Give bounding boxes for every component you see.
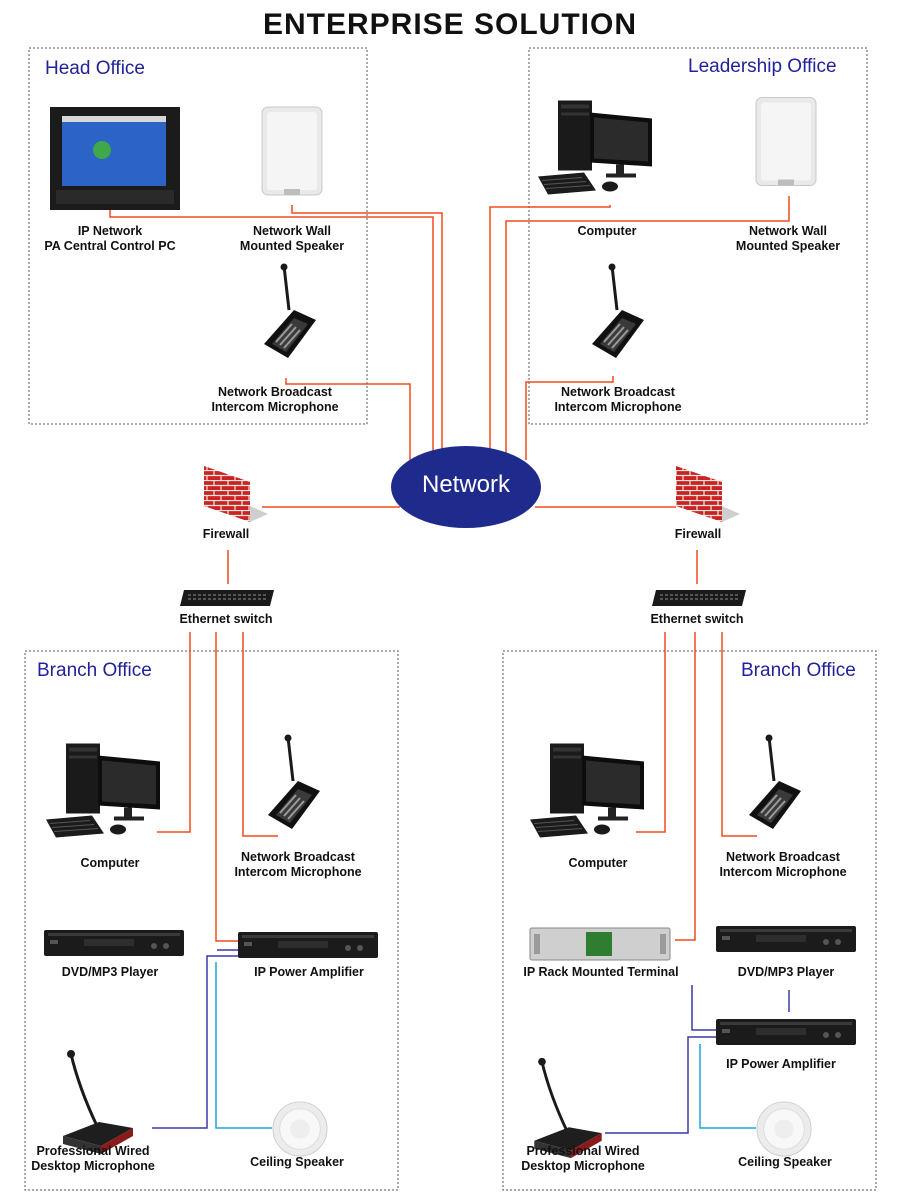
branch-left-ceiling-speaker-icon	[272, 1101, 328, 1157]
leadership-wall-speaker-icon	[755, 96, 817, 187]
branch-right-computer-icon	[529, 742, 645, 839]
branch-left-mic-label: Network Broadcast Intercom Microphone	[213, 850, 383, 880]
control-pc-label: IP Network PA Central Control PC	[20, 224, 200, 254]
branch-left-amp-icon	[238, 932, 378, 958]
left-switch-label: Ethernet switch	[179, 612, 273, 626]
head-mic-icon	[262, 262, 318, 360]
branch-left-box	[24, 650, 399, 1191]
head-wall-speaker-icon	[261, 106, 323, 196]
leadership-mic-icon	[590, 262, 646, 360]
control-pc-label-line1: IP Network	[77, 224, 143, 238]
branch-right-dvd-icon	[716, 926, 856, 952]
branch-right-amp-label: IP Power Amplifier	[726, 1057, 836, 1071]
right-switch-icon	[651, 589, 747, 607]
leadership-mic-label: Network Broadcast Intercom Microphone	[533, 385, 703, 415]
leadership-computer-label: Computer	[577, 224, 637, 238]
left-firewall-icon	[204, 466, 268, 522]
leadership-speaker-label: Network Wall Mounted Speaker	[708, 224, 868, 254]
head-mic-label: Network Broadcast Intercom Microphone	[190, 385, 360, 415]
head-mic-label-line1: Network Broadcast	[218, 385, 332, 399]
head-speaker-label-line2: Mounted Speaker	[239, 239, 345, 253]
ip-rack-terminal-icon	[529, 927, 671, 961]
branch-left-desk-mic-label: Professional Wired Desktop Microphone	[18, 1144, 168, 1174]
branch-right-mic-label-line1: Network Broadcast	[726, 850, 840, 864]
leadership-mic-label-line2: Intercom Microphone	[554, 400, 682, 414]
branch-right-mic-label-line2: Intercom Microphone	[719, 865, 847, 879]
network-links	[109, 196, 790, 942]
branch-right-ceiling-speaker-icon	[756, 1101, 812, 1157]
branch-left-amp-label: IP Power Amplifier	[254, 965, 364, 979]
right-firewall-label: Firewall	[674, 527, 722, 541]
head-speaker-label: Network Wall Mounted Speaker	[212, 224, 372, 254]
branch-left-ceiling-label: Ceiling Speaker	[250, 1155, 344, 1169]
control-pc-label-line2: PA Central Control PC	[44, 239, 176, 253]
page-title: ENTERPRISE SOLUTION	[262, 8, 638, 41]
branch-right-desk-mic-label-line1: Professional Wired	[526, 1144, 640, 1158]
right-firewall-icon	[676, 466, 740, 522]
branch-right-amp-icon	[716, 1019, 856, 1045]
branch-right-dvd-label: DVD/MP3 Player	[737, 965, 835, 979]
branch-left-desk-mic-label-line1: Professional Wired	[36, 1144, 150, 1158]
branch-right-desk-mic-label: Professional Wired Desktop Microphone	[508, 1144, 658, 1174]
branch-right-ceiling-label: Ceiling Speaker	[738, 1155, 832, 1169]
left-switch-icon	[179, 589, 275, 607]
branch-right-box	[502, 650, 877, 1191]
branch-left-mic-label-line2: Intercom Microphone	[234, 865, 362, 879]
branch-right-desk-mic-label-line2: Desktop Microphone	[521, 1159, 645, 1173]
head-speaker-label-line1: Network Wall	[252, 224, 332, 238]
leadership-mic-label-line1: Network Broadcast	[561, 385, 675, 399]
branch-right-mic-label: Network Broadcast Intercom Microphone	[698, 850, 868, 880]
branch-left-mic-icon	[266, 733, 322, 831]
branch-left-mic-label-line1: Network Broadcast	[241, 850, 355, 864]
branch-left-desk-mic-icon	[61, 1048, 135, 1156]
leadership-computer-icon	[537, 99, 653, 196]
pa-control-pc-icon	[50, 107, 180, 210]
audio-links	[152, 949, 790, 1134]
right-switch-label: Ethernet switch	[650, 612, 744, 626]
leadership-speaker-label-line2: Mounted Speaker	[735, 239, 841, 253]
leadership-office-box	[528, 47, 868, 425]
network-cloud	[391, 446, 541, 528]
head-office-box	[28, 47, 368, 425]
leadership-office-heading: Leadership Office	[688, 56, 837, 77]
network-label: Network	[421, 471, 511, 498]
head-mic-label-line2: Intercom Microphone	[211, 400, 339, 414]
left-firewall-label: Firewall	[202, 527, 250, 541]
branch-left-computer-icon	[45, 742, 161, 839]
head-office-heading: Head Office	[45, 58, 145, 79]
speaker-links	[215, 962, 756, 1129]
branch-left-dvd-label: DVD/MP3 Player	[61, 965, 159, 979]
branch-left-computer-label: Computer	[80, 856, 140, 870]
ip-rack-terminal-label: IP Rack Mounted Terminal	[523, 965, 679, 979]
branch-left-heading: Branch Office	[37, 660, 152, 681]
branch-left-dvd-icon	[44, 930, 184, 956]
branch-right-heading: Branch Office	[741, 660, 856, 681]
leadership-speaker-label-line1: Network Wall	[748, 224, 828, 238]
branch-left-desk-mic-label-line2: Desktop Microphone	[31, 1159, 155, 1173]
branch-right-computer-label: Computer	[568, 856, 628, 870]
branch-right-mic-icon	[747, 733, 803, 831]
